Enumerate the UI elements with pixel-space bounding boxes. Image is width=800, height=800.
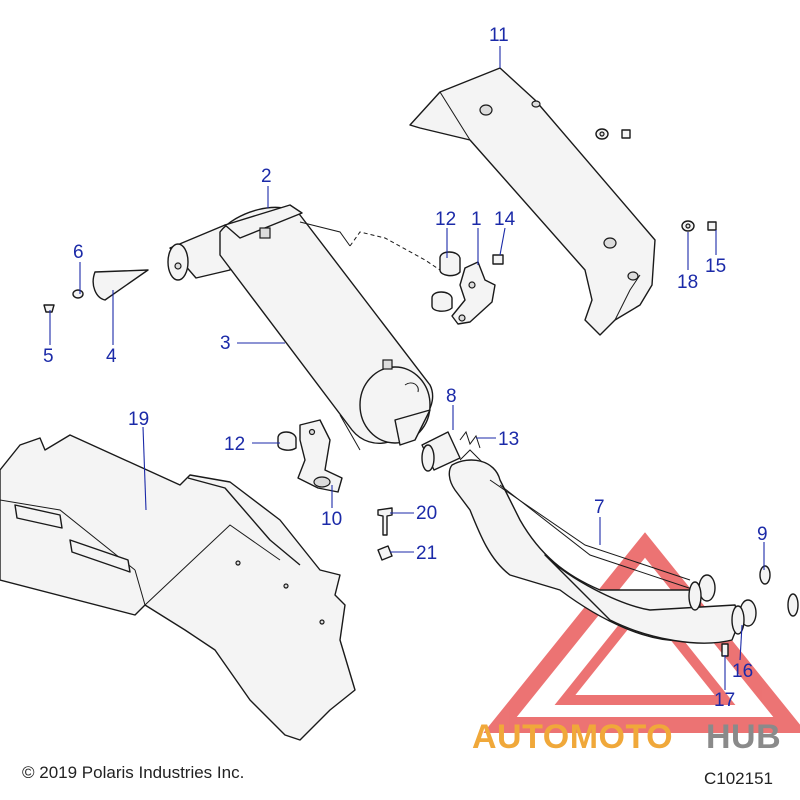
callout-17: 17 xyxy=(714,690,735,711)
watermark-text-hub: HUB xyxy=(706,718,781,756)
callout-2: 2 xyxy=(261,166,272,187)
callout-10: 10 xyxy=(321,509,342,530)
hardware-washers-top-right xyxy=(595,128,717,232)
part-1-mount-bracket xyxy=(431,251,504,325)
callout-9: 9 xyxy=(757,524,768,545)
part-19-lower-heat-shield xyxy=(0,434,356,741)
callout-13: 13 xyxy=(498,429,519,450)
callout-4: 4 xyxy=(106,346,117,367)
copyright-text: © 2019 Polaris Industries Inc. xyxy=(22,763,244,782)
callout-labels: 1 2 3 4 5 6 7 8 9 10 11 12 12 13 14 15 1… xyxy=(43,25,768,711)
part-7-head-pipe xyxy=(448,449,799,657)
callout-7: 7 xyxy=(594,497,605,518)
callout-5: 5 xyxy=(43,346,54,367)
callout-11: 11 xyxy=(489,25,509,46)
callout-19: 19 xyxy=(128,409,149,430)
callout-15: 15 xyxy=(705,256,726,277)
callout-20: 20 xyxy=(416,503,437,524)
part-11-upper-heat-shield xyxy=(409,67,656,336)
callout-1: 1 xyxy=(471,209,482,230)
part-10-lower-bracket xyxy=(277,419,343,493)
callout-21: 21 xyxy=(416,543,437,564)
drawing-number: C102151 xyxy=(704,769,773,788)
callout-16: 16 xyxy=(732,661,753,682)
leader-lines xyxy=(49,46,765,690)
part-8-gasket xyxy=(421,430,481,472)
callout-8: 8 xyxy=(446,386,457,407)
callout-14: 14 xyxy=(494,209,516,230)
watermark-logo-text: AUTOMOTO HUB xyxy=(472,718,781,756)
callout-3: 3 xyxy=(220,333,231,354)
callout-12-upper: 12 xyxy=(435,209,456,230)
watermark-text-automoto: AUTOMOTO xyxy=(472,718,673,756)
callout-6: 6 xyxy=(73,242,84,263)
part-21-nut xyxy=(377,545,393,561)
part-20-bolt xyxy=(377,507,393,536)
part-3-muffler xyxy=(167,204,441,451)
callout-12-lower: 12 xyxy=(224,434,245,455)
callout-18: 18 xyxy=(677,272,698,293)
part-4-end-cap xyxy=(43,269,149,313)
